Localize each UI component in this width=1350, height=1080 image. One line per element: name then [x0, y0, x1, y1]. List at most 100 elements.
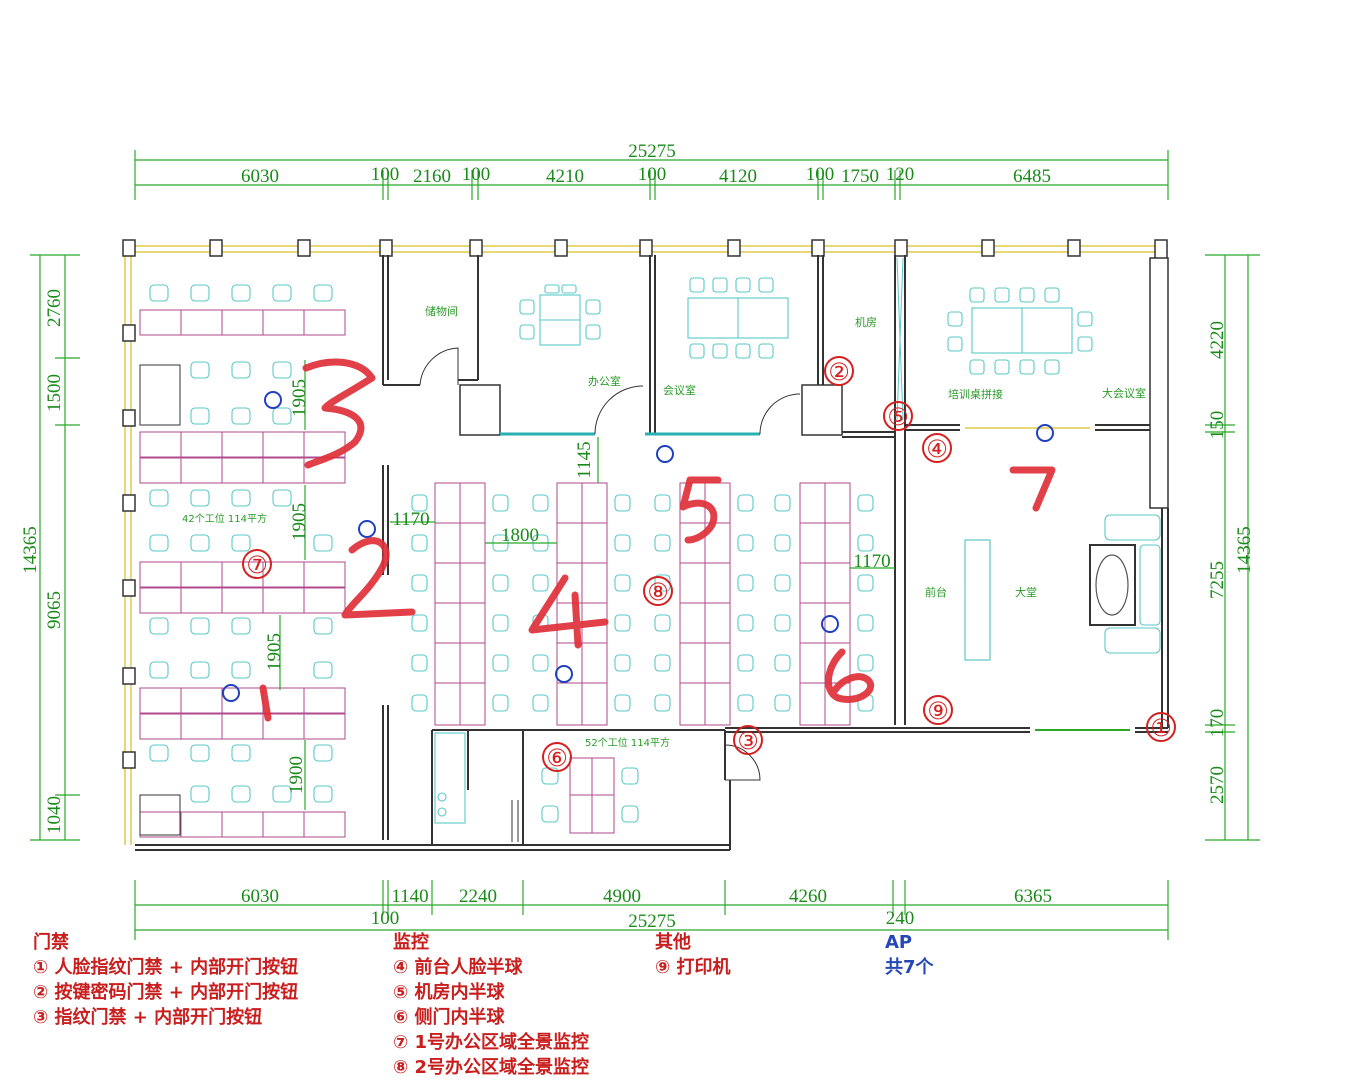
handwritten-zone-7	[1009, 466, 1056, 512]
legend-item: ⑧ 2号办公区域全景监控	[393, 1057, 590, 1078]
dimension-label: 4220	[1207, 321, 1228, 359]
handwritten-zone-2	[341, 537, 416, 619]
dimension-label: 4900	[603, 886, 641, 907]
handwritten-zone-5	[679, 476, 722, 544]
legend-title: 其他	[655, 932, 691, 953]
svg-text:⑤: ⑤	[887, 403, 909, 431]
left-dimensions: 14365 2760 1500 9065 1040	[20, 254, 80, 841]
room-label-big-meeting: 大会议室	[1102, 386, 1146, 400]
legend-item: ① 人脸指纹门禁 + 内部开门按钮	[33, 957, 299, 978]
dimension-label: 6030	[241, 166, 279, 187]
top-dimensions: 25275 6030 100 2160 100 4210 100 4120 10…	[134, 141, 1169, 200]
ap-marker	[656, 445, 674, 463]
handwritten-zone-3	[302, 358, 376, 469]
ap-marker	[555, 665, 573, 683]
marker-5: ⑤	[883, 401, 913, 431]
dimension-label: 2570	[1207, 766, 1228, 804]
marker-8: ⑧	[643, 576, 673, 606]
legend-access-control: 门禁 ① 人脸指纹门禁 + 内部开门按钮 ② 按键密码门禁 + 内部开门按钮 ③…	[33, 930, 298, 1030]
marker-4: ④	[922, 433, 952, 463]
legend-item: ⑨ 打印机	[655, 957, 731, 978]
dimension-label: 100	[806, 164, 835, 185]
dimension-label: 9065	[44, 591, 65, 629]
right-total-dimension: 14365	[1234, 526, 1255, 574]
handwritten-zone-4	[528, 574, 609, 649]
right-dimensions: 4220 150 7255 170 2570 14365	[1205, 254, 1260, 841]
legend-monitoring: 监控 ④ 前台人脸半球 ⑤ 机房内半球 ⑥ 侧门内半球 ⑦ 1号办公区域全景监控…	[393, 930, 589, 1080]
ap-marker	[821, 615, 839, 633]
legend-item: ⑤ 机房内半球	[393, 982, 505, 1003]
svg-text:⑦: ⑦	[246, 551, 268, 579]
area2-caption: 52个工位 114平方	[585, 736, 670, 749]
inner-dimension: 1905	[289, 379, 310, 417]
legend-item: ④ 前台人脸半球	[393, 957, 523, 978]
inner-dimension: 1800	[501, 525, 539, 546]
ap-marker	[264, 391, 282, 409]
area1-caption: 42个工位 114平方	[182, 512, 267, 525]
svg-text:⑨: ⑨	[927, 697, 949, 725]
inner-dimension: 1905	[289, 503, 310, 541]
marker-2: ②	[824, 356, 854, 386]
room-label-lobby: 大堂	[1015, 585, 1037, 599]
legend-title: 门禁	[33, 932, 69, 953]
dimension-label: 1040	[44, 796, 65, 834]
bottom-dimensions: 6030 1140 2240 4900 4260 6365 100 25275 …	[134, 880, 1169, 940]
top-total-dimension: 25275	[628, 141, 676, 162]
dimension-label: 7255	[1207, 561, 1228, 599]
dimension-label: 1140	[391, 886, 428, 907]
ap-marker	[1036, 424, 1054, 442]
dimension-label: 100	[638, 164, 667, 185]
dimension-label: 100	[462, 164, 491, 185]
numbered-markers: ① ② ③ ④ ⑤ ⑥ ⑦ ⑧	[242, 356, 1176, 772]
dimension-label: 2160	[413, 166, 451, 187]
room-label-office: 办公室	[588, 374, 621, 388]
inner-dimension: 1900	[286, 756, 307, 794]
ap-marker	[222, 684, 240, 702]
left-total-dimension: 14365	[20, 526, 41, 574]
dimension-label: 240	[886, 908, 915, 929]
dimension-label: 2240	[459, 886, 497, 907]
dimension-label: 4120	[719, 166, 757, 187]
ap-markers	[222, 391, 1054, 702]
doors	[419, 347, 801, 781]
dimension-label: 150	[1207, 411, 1228, 440]
conference-furniture	[519, 277, 1093, 375]
dimension-label: 4260	[789, 886, 827, 907]
legend-title: AP	[885, 932, 913, 953]
bottom-total-dimension: 25275	[628, 911, 676, 932]
handwritten-zone-6	[825, 648, 874, 703]
inner-dimension: 1170	[853, 551, 890, 572]
inner-dimensions: 1905 1905 1905 1900 1170 1800 1145 1170	[264, 360, 895, 810]
legend-item: 共7个	[885, 957, 934, 978]
room-label-training: 培训桌拼接	[948, 387, 1003, 401]
dimension-label: 4210	[546, 166, 584, 187]
svg-text:①: ①	[1150, 714, 1172, 742]
inner-dimension: 1170	[392, 509, 429, 530]
dimension-label: 120	[886, 164, 915, 185]
room-labels: 储物间 办公室 会议室 机房 培训桌拼接 大会议室 前台 大堂 42个工位 11…	[182, 304, 1146, 749]
svg-text:②: ②	[828, 358, 850, 386]
dimension-label: 6030	[241, 886, 279, 907]
ap-marker	[358, 520, 376, 538]
legend-item: ③ 指纹门禁 + 内部开门按钮	[33, 1007, 263, 1028]
legend-ap: AP 共7个	[885, 930, 934, 980]
handwritten-zone-1	[259, 684, 272, 722]
dimension-label: 100	[371, 164, 400, 185]
dimension-label: 1500	[44, 374, 65, 412]
dimension-label: 100	[371, 908, 400, 929]
room-label-front-desk: 前台	[925, 585, 947, 599]
legend-title: 监控	[393, 932, 429, 953]
handwritten-annotations	[259, 358, 1056, 722]
marker-6: ⑥	[542, 742, 572, 772]
inner-dimension: 1905	[264, 633, 285, 671]
svg-text:⑧: ⑧	[647, 578, 669, 606]
dimension-label: 2760	[44, 289, 65, 327]
legend-item: ⑥ 侧门内半球	[393, 1007, 505, 1028]
dimension-label: 1750	[841, 166, 879, 187]
marker-9: ⑨	[923, 695, 953, 725]
room-label-meeting: 会议室	[663, 383, 696, 397]
legend-other: 其他 ⑨ 打印机	[655, 930, 731, 980]
dimension-label: 6365	[1014, 886, 1052, 907]
legend-item: ② 按键密码门禁 + 内部开门按钮	[33, 982, 299, 1003]
